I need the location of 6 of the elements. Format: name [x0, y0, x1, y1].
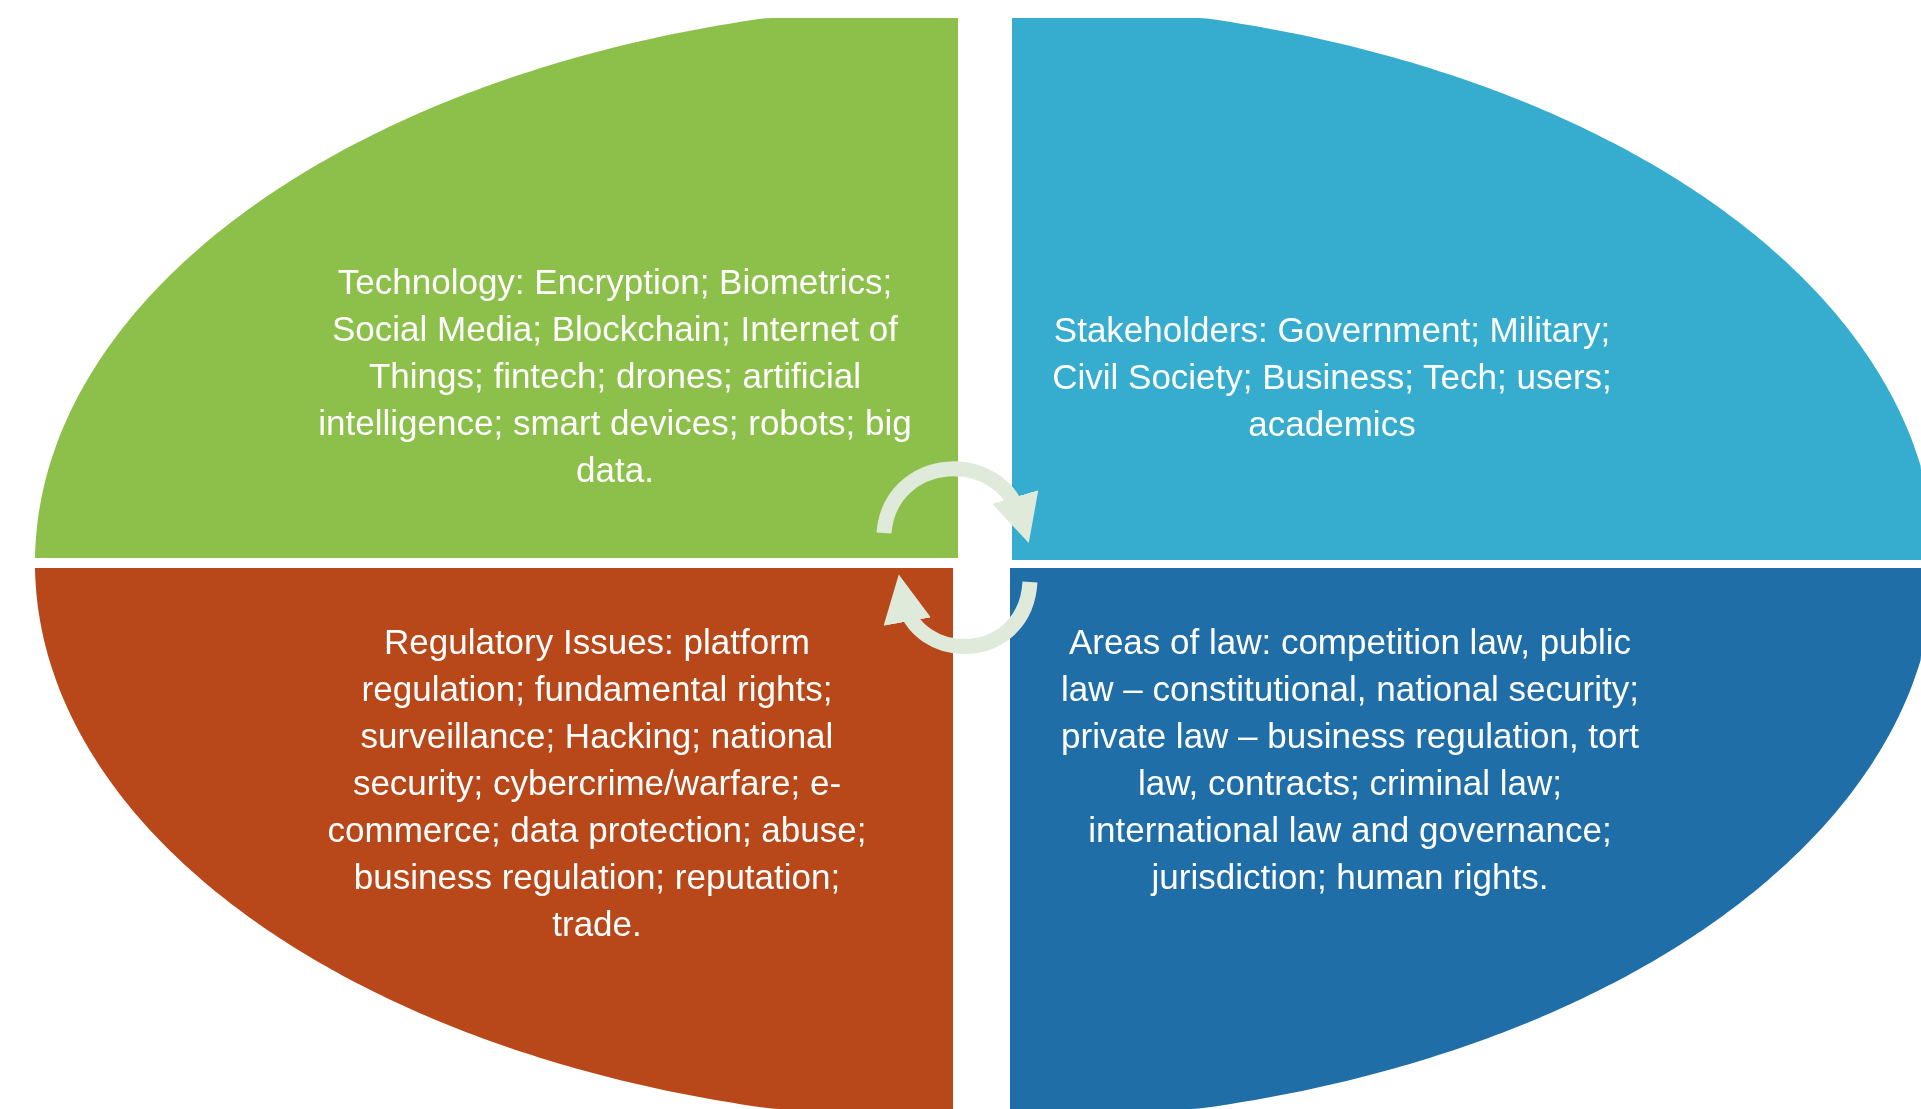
quadrant-panel: [1010, 568, 1921, 1109]
quadrant-panel: [1012, 18, 1921, 560]
quadrant-text: Stakeholders: Government; Military; Civil Society; Business; Tech; users; academics: [1051, 309, 1613, 445]
quadrant-text: Areas of law: competition law, public law – constitutional, national security; private law – business regulation, tort law, contracts; criminal law; international law and governance; jurisdiction; human rights.: [1060, 621, 1640, 898]
quadrant-text: Technology: Encryption; Biometrics; Social Media; Blockchain; Internet of Things; fintech; drones; artificial intelligence; smart devices; robots; big data.: [317, 261, 913, 491]
quadrant-text: Regulatory Issues: platform regulation; fundamental rights; surveillance; Hacking; national security; cybercrime/warfare; e-commerce; data protection; abuse; business regulation; reputation; trade.: [327, 621, 867, 945]
